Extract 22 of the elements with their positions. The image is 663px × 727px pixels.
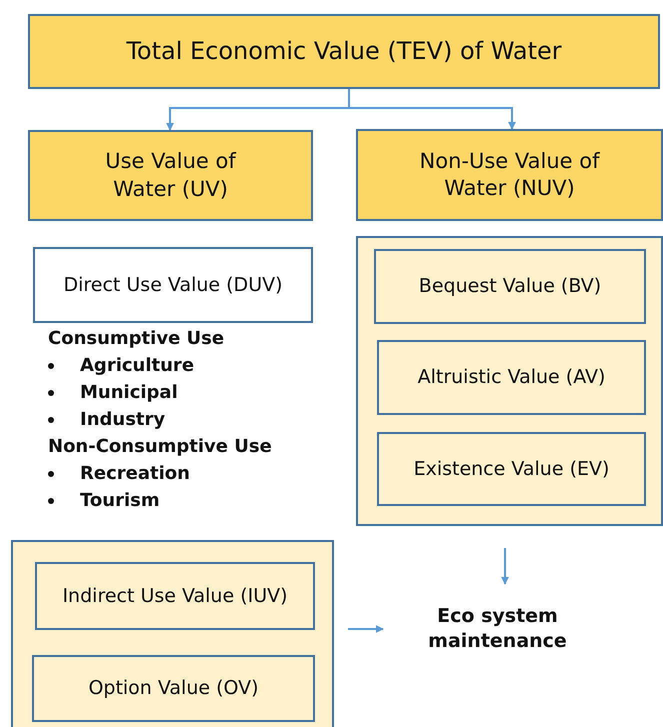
arrow <box>501 548 509 585</box>
list-item: Municipal <box>48 382 178 403</box>
value-box: Altruistic Value (AV) <box>377 340 646 415</box>
value-box: Existence Value (EV) <box>377 432 646 506</box>
value-box: Indirect Use Value (IUV) <box>35 562 315 630</box>
group-panel <box>356 236 663 526</box>
list-heading: Consumptive Use <box>48 328 224 349</box>
list-heading: Non-Consumptive Use <box>48 436 272 457</box>
value-box: Bequest Value (BV) <box>374 249 646 324</box>
list-item: Tourism <box>48 490 160 511</box>
group-panel <box>11 540 334 727</box>
category-box: Non-Use Value of Water (NUV) <box>356 129 663 221</box>
category-box: Use Value of Water (UV) <box>28 130 313 221</box>
value-box: Direct Use Value (DUV) <box>33 247 313 323</box>
list-item: Recreation <box>48 463 190 484</box>
title-box: Total Economic Value (TEV) of Water <box>28 14 660 89</box>
list-item: Agriculture <box>48 355 194 376</box>
list-item: Industry <box>48 409 166 430</box>
arrow <box>348 625 384 633</box>
outcome-text: Eco system maintenance <box>427 604 568 654</box>
value-box: Option Value (OV) <box>32 655 315 722</box>
arrow <box>348 89 516 130</box>
